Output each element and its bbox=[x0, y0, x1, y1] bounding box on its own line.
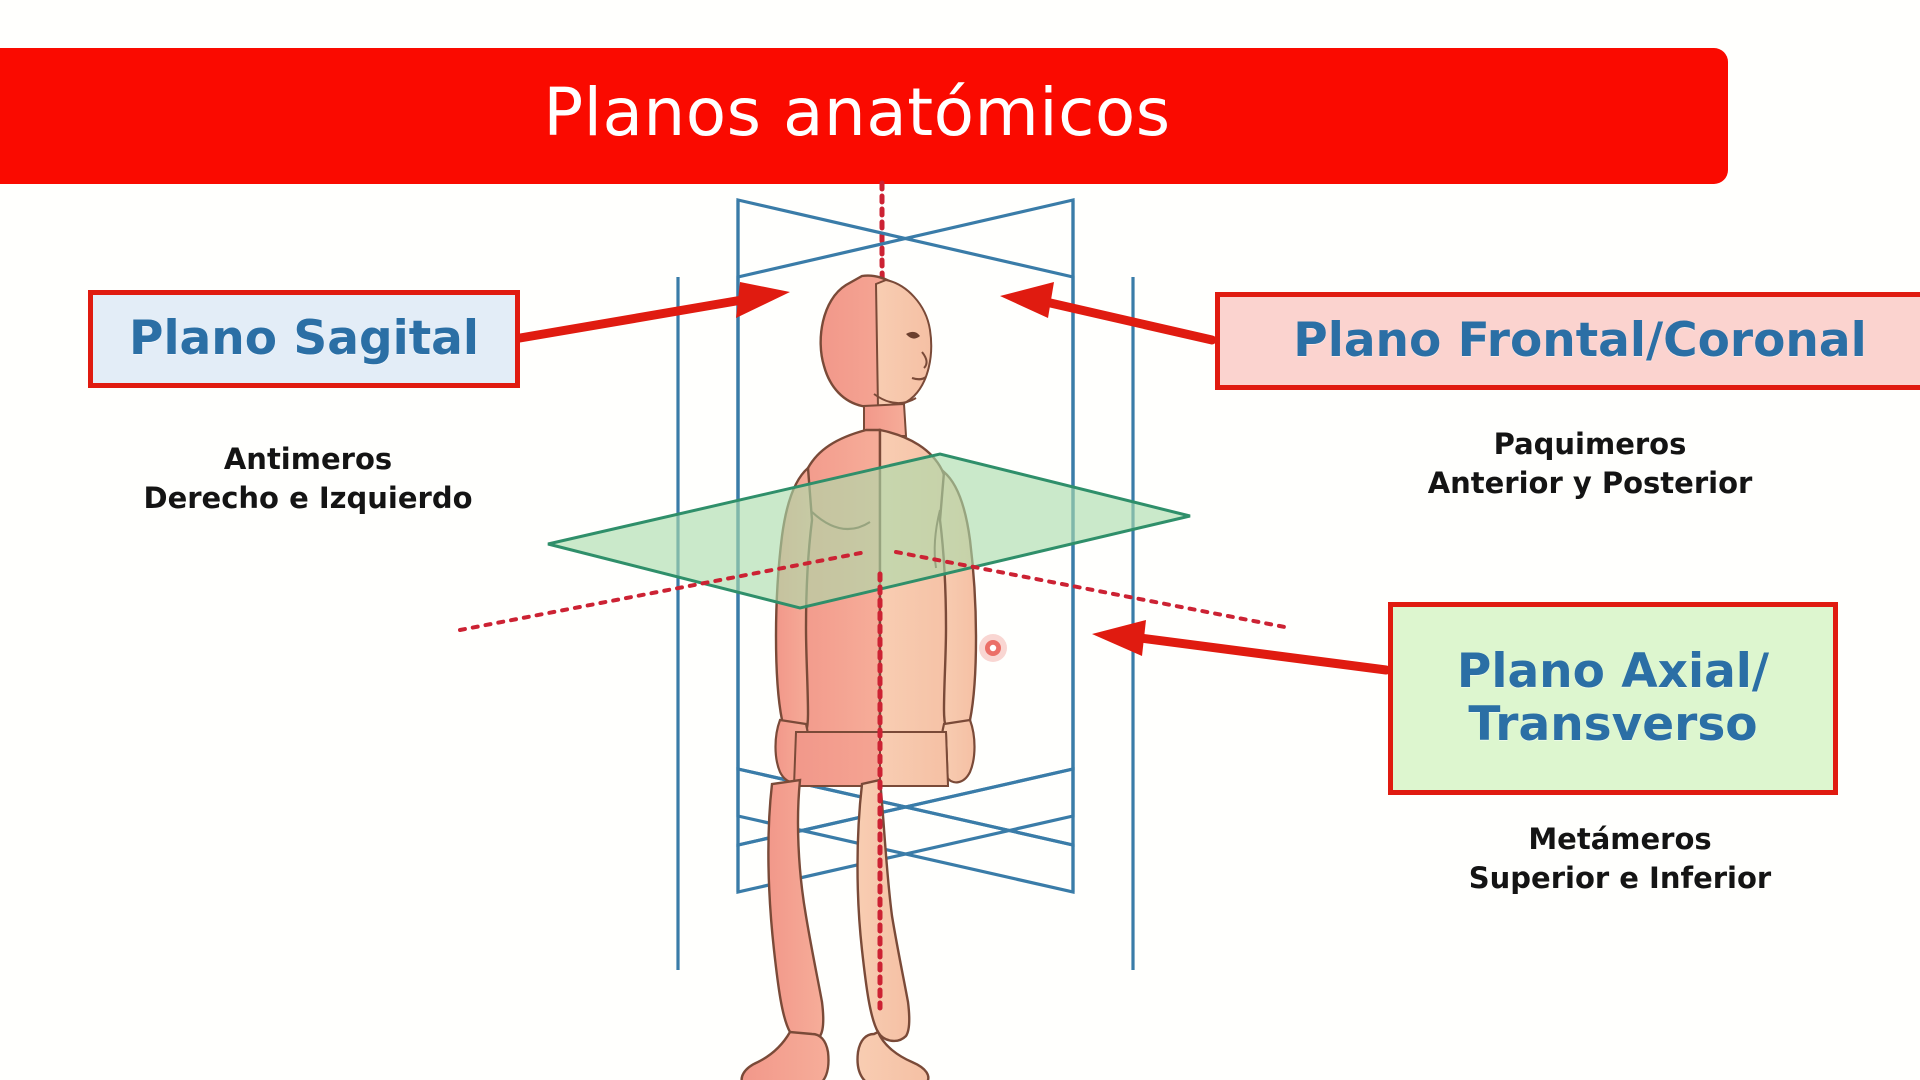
callout-label-plano-axial: Plano Axial/ bbox=[1456, 643, 1770, 699]
anatomical-planes-diagram bbox=[0, 180, 1920, 1080]
callout-box-plano-sagital[interactable]: Plano Sagital bbox=[88, 290, 520, 388]
human-figure bbox=[740, 274, 978, 1080]
caption-axial-line2: Superior e Inferior bbox=[1468, 860, 1772, 895]
caption-frontal: Paquimeros Anterior y Posterior bbox=[1310, 425, 1870, 502]
horizontal-axis-dotted-line bbox=[458, 550, 1292, 632]
caption-frontal-line2: Anterior y Posterior bbox=[1427, 465, 1753, 500]
callout-box-plano-axial-transverso[interactable]: Plano Axial/ Transverso bbox=[1388, 602, 1838, 795]
caption-sagital: Antimeros Derecho e Izquierdo bbox=[98, 440, 518, 517]
caption-axial-line1: Metámeros bbox=[1528, 822, 1712, 856]
callout-label-plano-sagital: Plano Sagital bbox=[129, 310, 479, 366]
reference-point-dot bbox=[979, 634, 1007, 662]
callout-box-plano-frontal-coronal[interactable]: Plano Frontal/Coronal bbox=[1215, 292, 1920, 390]
callout-label-plano-frontal-coronal: Plano Frontal/Coronal bbox=[1293, 312, 1867, 368]
caption-axial: Metámeros Superior e Inferior bbox=[1340, 820, 1900, 897]
caption-frontal-line1: Paquimeros bbox=[1493, 427, 1687, 461]
page-title: Planos anatómicos bbox=[543, 74, 1171, 151]
caption-sagital-line1: Antimeros bbox=[223, 442, 393, 476]
title-banner: Planos anatómicos bbox=[0, 48, 1728, 184]
caption-sagital-line2: Derecho e Izquierdo bbox=[143, 480, 473, 515]
callout-label-transverso: Transverso bbox=[1468, 696, 1758, 752]
transverse-plane bbox=[547, 452, 1191, 610]
